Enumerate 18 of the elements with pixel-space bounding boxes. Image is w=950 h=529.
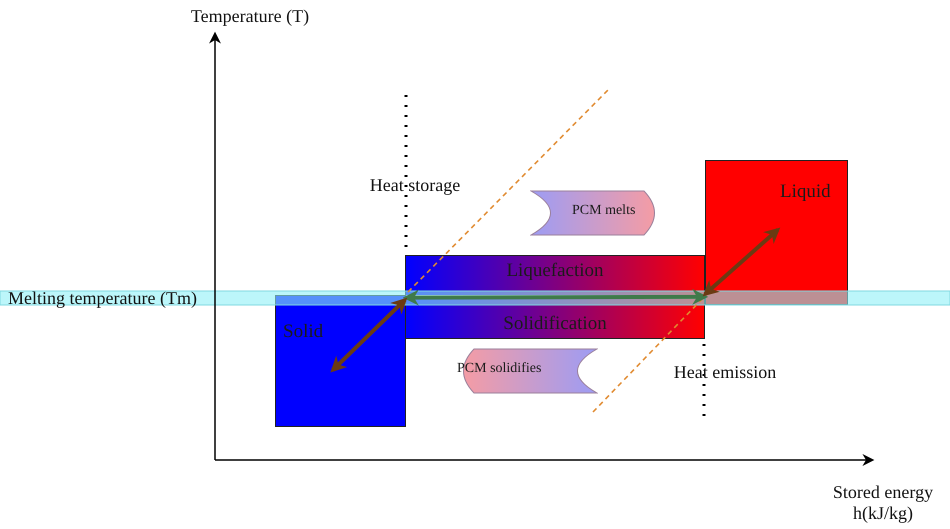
axis-title: Temperature (T) [190, 6, 310, 27]
double-arrow [702, 227, 780, 296]
annotation-label: Heat emission [672, 362, 778, 383]
phase-label: Liquid [780, 181, 831, 203]
process-label: PCM melts [572, 203, 636, 219]
process-label: PCM solidifies [457, 361, 542, 377]
liquid-phase-box [705, 160, 848, 305]
double-arrow [402, 288, 708, 306]
process-label: Liquefaction [505, 260, 605, 282]
phase-transition-bar [405, 255, 705, 295]
double-arrow [330, 298, 408, 372]
phase-label: Solid [283, 321, 324, 343]
axis-label: Melting temperature (Tm) [7, 288, 198, 309]
axis-title: Stored energy h(kJ/kg) [832, 482, 934, 524]
annotation-label: Heat storage [368, 175, 462, 196]
solid-phase-box [275, 295, 406, 427]
process-label: Solidification [502, 313, 608, 335]
phase-transition-bar [405, 299, 705, 339]
